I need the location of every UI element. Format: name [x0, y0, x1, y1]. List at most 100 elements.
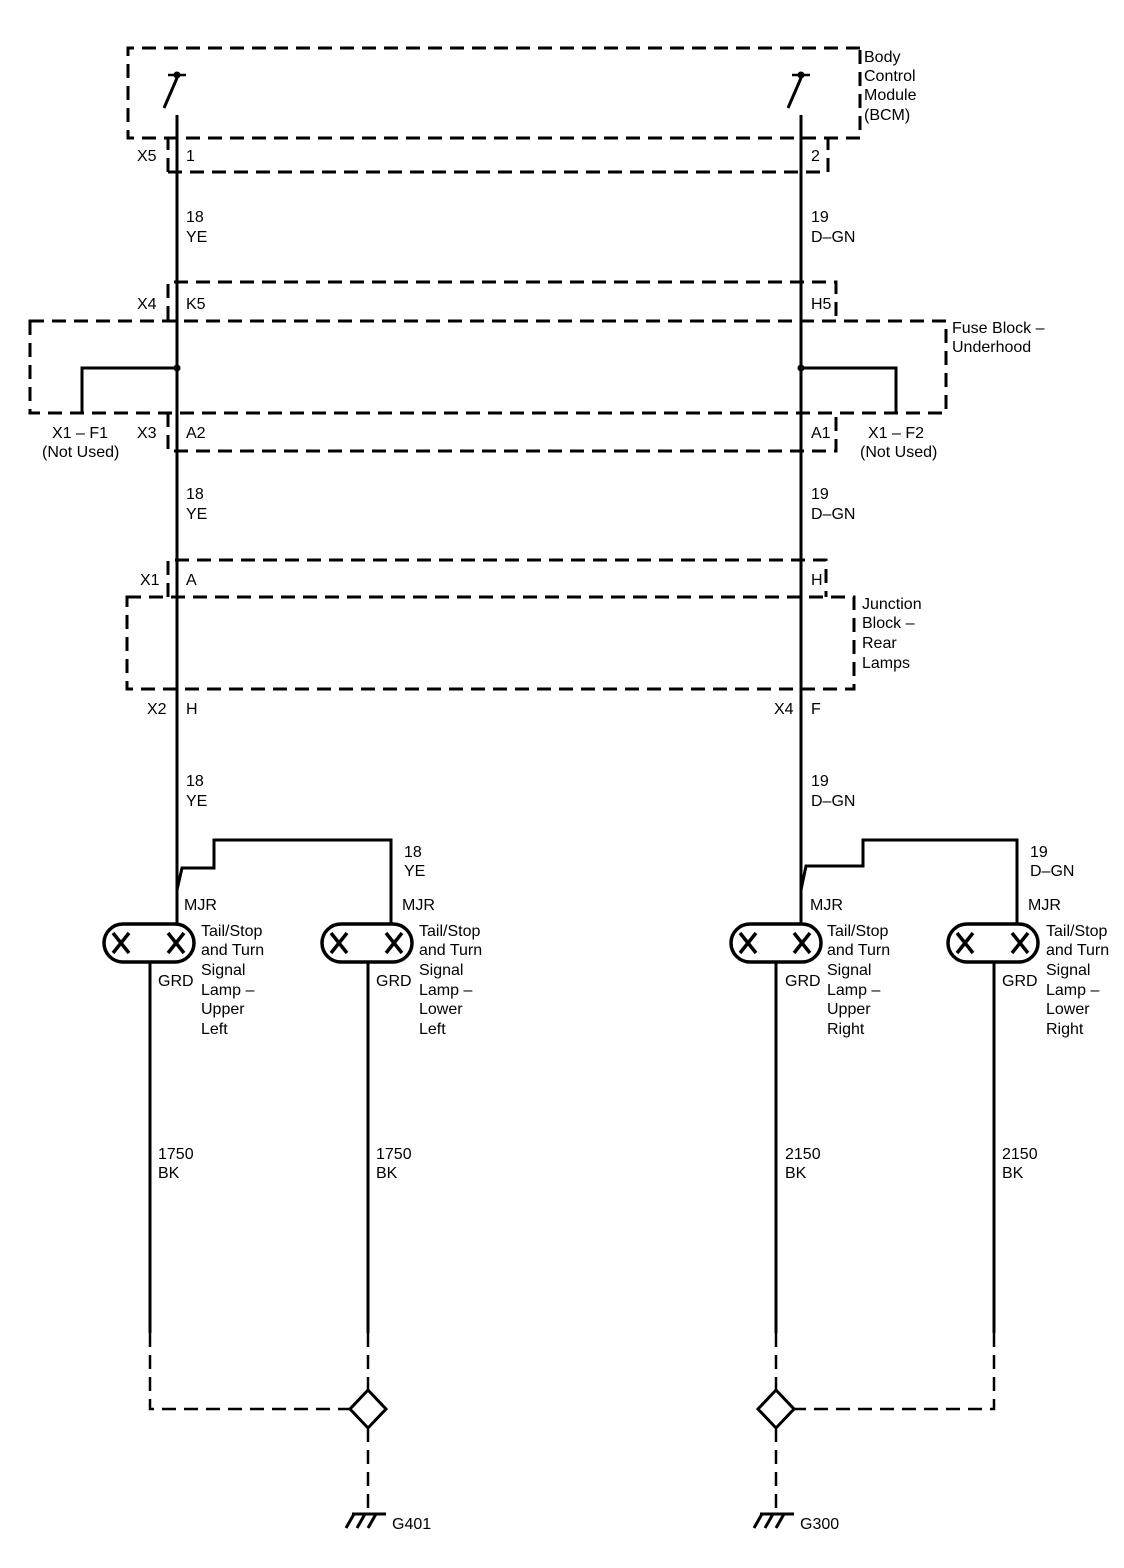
lamp-upper-left-name-6: Left [201, 1021, 228, 1038]
lamp-upper-right-grd: GRD [785, 973, 821, 990]
bcm-outline [126, 46, 862, 140]
bcm-name-line-1: Body [864, 49, 900, 66]
ground-harness-left [148, 1333, 370, 1411]
lamp-upper-right-name-2: and Turn [827, 942, 890, 959]
fuse-bottom-connector-id: X3 [137, 425, 157, 442]
lamp-lower-left-bulb-icon [329, 931, 404, 955]
lamp-upper-left-bulb-icon [111, 931, 186, 955]
lamp-upper-left: MJR GRD Tail/Stop and Turn Signal Lamp –… [102, 897, 264, 1038]
fuse-top-connector [166, 280, 838, 320]
lamp-upper-left-name-3: Signal [201, 962, 245, 979]
junction-top-pin-left: A [186, 572, 197, 589]
lamp-upper-left-grd: GRD [158, 973, 194, 990]
lamp-upper-right-name-5: Upper [827, 1001, 871, 1018]
right-branch-wire [799, 838, 1019, 928]
fuse-f1-branch [80, 366, 177, 413]
wire-right-color-3: D–GN [811, 793, 855, 810]
junction-block-name-line-3: Rear [862, 635, 897, 652]
fuse-bottom-pin-right: A1 [811, 425, 831, 442]
fuse-terminal-left-label: X1 – F1 [52, 425, 108, 442]
lamp-upper-right-bulb-icon [738, 931, 812, 955]
lamp-upper-left-name-1: Tail/Stop [201, 923, 262, 940]
lamp-lower-right-name-6: Right [1046, 1021, 1084, 1038]
wire-right-gauge-2: 19 [811, 486, 829, 503]
fuse-block-name-line-1: Fuse Block – [952, 320, 1045, 337]
fuse-f2-branch [801, 366, 898, 413]
lamp-upper-right-name-3: Signal [827, 962, 871, 979]
fuse-block-outline [28, 319, 948, 415]
lamp-lower-left: MJR GRD Tail/Stop and Turn Signal Lamp –… [320, 897, 482, 1038]
lamp-lower-right-name-3: Signal [1046, 962, 1090, 979]
junction-right-pin: F [811, 701, 821, 718]
ground-left-2-circuit: 1750 [376, 1146, 412, 1163]
junction-block-name-line-4: Lamps [862, 655, 910, 672]
ground-left-2-color: BK [376, 1165, 398, 1182]
bcm-pin-left: 1 [186, 148, 195, 165]
lamp-lower-right-name-1: Tail/Stop [1046, 923, 1107, 940]
ground-right-2-color: BK [1002, 1165, 1024, 1182]
lamp-lower-right-grd: GRD [1002, 973, 1038, 990]
ground-right-1-color: BK [785, 1165, 807, 1182]
lamp-lower-left-name-6: Left [419, 1021, 446, 1038]
junction-block-name-line-2: Block – [862, 615, 915, 632]
fuse-bottom-pin-left: A2 [186, 425, 206, 442]
ground-label-left: G401 [392, 1516, 431, 1533]
fuse-block-name-line-2: Underhood [952, 339, 1031, 356]
bcm-name-line-3: Module [864, 87, 917, 104]
lamp-lower-right-name-4: Lamp – [1046, 982, 1099, 999]
lamp-lower-right-bulb-icon [955, 931, 1030, 955]
lamp-lower-left-grd: GRD [376, 973, 412, 990]
lamp-upper-right: MJR GRD Tail/Stop and Turn Signal Lamp –… [729, 897, 890, 1038]
junction-block-outline [125, 595, 856, 691]
left-branch-wire [175, 838, 393, 928]
junction-block-module: X1 A H Junction Block – Rear Lamps X2 H … [125, 558, 922, 718]
lamp-upper-left-name-5: Upper [201, 1001, 245, 1018]
wire-right-color-1: D–GN [811, 229, 855, 246]
lamp-lower-right-mjr: MJR [1028, 897, 1061, 914]
ground-splice-right-icon [755, 1387, 797, 1431]
wire-left-branch-gauge: 18 [404, 844, 422, 861]
bcm-connector-id: X5 [137, 148, 157, 165]
junction-right-connector-id: X4 [774, 701, 794, 718]
wire-left-gauge-1: 18 [186, 209, 204, 226]
fuse-block-module: X4 K5 H5 Fuse Block – Underhood X1 – F1 … [28, 280, 1045, 461]
wire-left-gauge-3: 18 [186, 773, 204, 790]
lamp-upper-right-name-1: Tail/Stop [827, 923, 888, 940]
fuse-bottom-connector [166, 413, 838, 453]
bcm-name-line-2: Control [864, 68, 916, 85]
wire-left-color-2: YE [186, 506, 207, 523]
wire-left-color-1: YE [186, 229, 207, 246]
ground-splice-left-icon [347, 1387, 389, 1431]
wire-left-gauge-2: 18 [186, 486, 204, 503]
bcm-switch-right-icon [786, 71, 810, 109]
ground-label-right: G300 [800, 1516, 839, 1533]
lamp-lower-left-mjr: MJR [402, 897, 435, 914]
junction-left-connector-id: X2 [147, 701, 167, 718]
wire-left-color-3: YE [186, 793, 207, 810]
junction-left-pin: H [186, 701, 198, 718]
lamp-lower-right-name-2: and Turn [1046, 942, 1109, 959]
junction-top-pin-right: H [811, 572, 823, 589]
bcm-pin-right: 2 [811, 148, 820, 165]
bcm-switch-left-icon [162, 71, 186, 109]
lamp-upper-right-mjr: MJR [810, 897, 843, 914]
ground-symbol-right-icon [752, 1512, 794, 1529]
lamp-lower-left-name-2: and Turn [419, 942, 482, 959]
wire-right-gauge-3: 19 [811, 773, 829, 790]
junction-top-connector-id: X1 [140, 572, 160, 589]
lamp-upper-left-name-4: Lamp – [201, 982, 254, 999]
lamp-lower-left-name-5: Lower [419, 1001, 463, 1018]
lamp-upper-right-name-4: Lamp – [827, 982, 880, 999]
ground-right-1-circuit: 2150 [785, 1146, 821, 1163]
ground-left-1-circuit: 1750 [158, 1146, 194, 1163]
lamp-lower-right-name-5: Lower [1046, 1001, 1090, 1018]
bcm-connector: X5 1 2 [137, 138, 830, 174]
fuse-terminal-right-label: X1 – F2 [868, 425, 924, 442]
lamp-lower-right: MJR GRD Tail/Stop and Turn Signal Lamp –… [946, 897, 1109, 1038]
wire-right-branch-color: D–GN [1030, 863, 1074, 880]
lamp-lower-left-name-3: Signal [419, 962, 463, 979]
bcm-name-line-4: (BCM) [864, 107, 910, 124]
bcm-module: Body Control Module (BCM) [126, 46, 917, 140]
ground-right-2-circuit: 2150 [1002, 1146, 1038, 1163]
